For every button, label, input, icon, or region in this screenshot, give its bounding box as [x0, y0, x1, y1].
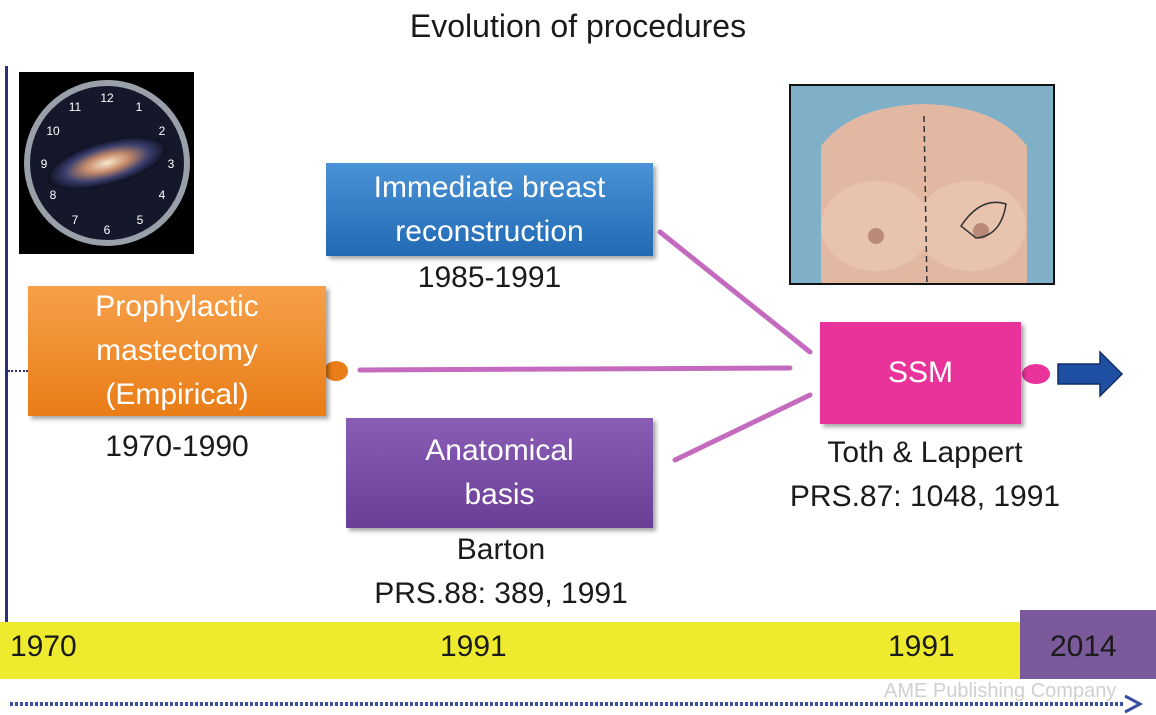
connector-immediate-ssm	[657, 229, 813, 355]
patient-photo	[789, 84, 1055, 285]
ssm-caption-line2: PRS.87: 1048, 1991	[789, 480, 1061, 513]
svg-text:10: 10	[46, 124, 60, 138]
immediate-reconstruction-box: Immediate breast reconstruction	[326, 163, 653, 256]
svg-text:7: 7	[72, 213, 79, 227]
anatomical-line2: basis	[464, 478, 535, 511]
anatomical-basis-box: Anatomical basis	[346, 418, 653, 528]
timeline-tick-1970: 1970	[10, 630, 77, 663]
svg-text:8: 8	[50, 188, 57, 202]
vertical-axis-line	[5, 66, 8, 626]
prophylactic-line2: mastectomy	[96, 334, 258, 367]
timeline-bar	[0, 622, 1156, 679]
immediate-line2: reconstruction	[395, 214, 584, 248]
anatomical-line1: Anatomical	[425, 434, 574, 467]
svg-text:11: 11	[69, 100, 82, 114]
immediate-line1: Immediate breast	[373, 170, 606, 204]
svg-text:3: 3	[168, 157, 175, 171]
prophylactic-mastectomy-box: Prophylactic mastectomy (Empirical)	[28, 286, 326, 416]
prophylactic-caption: 1970-1990	[105, 430, 249, 463]
svg-text:6: 6	[104, 223, 111, 237]
watermark: AME Publishing Company	[884, 680, 1117, 702]
bottom-arrow-icon	[1124, 694, 1144, 714]
orange-knob	[324, 361, 348, 381]
connector-anatomical-ssm	[672, 392, 813, 463]
diagram-title: Evolution of procedures	[409, 8, 747, 44]
svg-text:5: 5	[137, 213, 144, 227]
timeline-tick-1991-a: 1991	[440, 630, 507, 663]
ssm-caption-line1: Toth & Lappert	[827, 436, 1023, 469]
ssm-label: SSM	[887, 356, 953, 389]
svg-text:4: 4	[159, 188, 166, 202]
svg-text:1: 1	[136, 100, 143, 114]
anatomical-caption: Barton PRS.88: 389, 1991	[286, 528, 716, 616]
anatomical-caption-line1: Barton	[456, 533, 546, 566]
svg-text:2: 2	[159, 124, 166, 138]
pink-knob	[1022, 364, 1050, 384]
dotted-lead-line	[8, 370, 28, 372]
timeline-end-segment	[1020, 610, 1156, 679]
timeline-tick-2014: 2014	[1050, 630, 1117, 663]
svg-text:9: 9	[41, 157, 48, 171]
right-arrow-icon	[1057, 350, 1124, 398]
anatomical-caption-line2: PRS.88: 389, 1991	[374, 577, 628, 610]
ssm-caption: Toth & Lappert PRS.87: 1048, 1991	[740, 431, 1110, 519]
photo-graphic	[791, 86, 1053, 283]
ssm-box: SSM	[820, 322, 1021, 424]
timeline-tick-1991-b: 1991	[888, 630, 955, 663]
prophylactic-line3: (Empirical)	[105, 378, 249, 411]
connector-prophylactic-ssm	[357, 365, 793, 373]
immediate-caption: 1985-1991	[417, 261, 562, 294]
svg-text:12: 12	[100, 91, 114, 105]
prophylactic-line1: Prophylactic	[95, 290, 259, 323]
